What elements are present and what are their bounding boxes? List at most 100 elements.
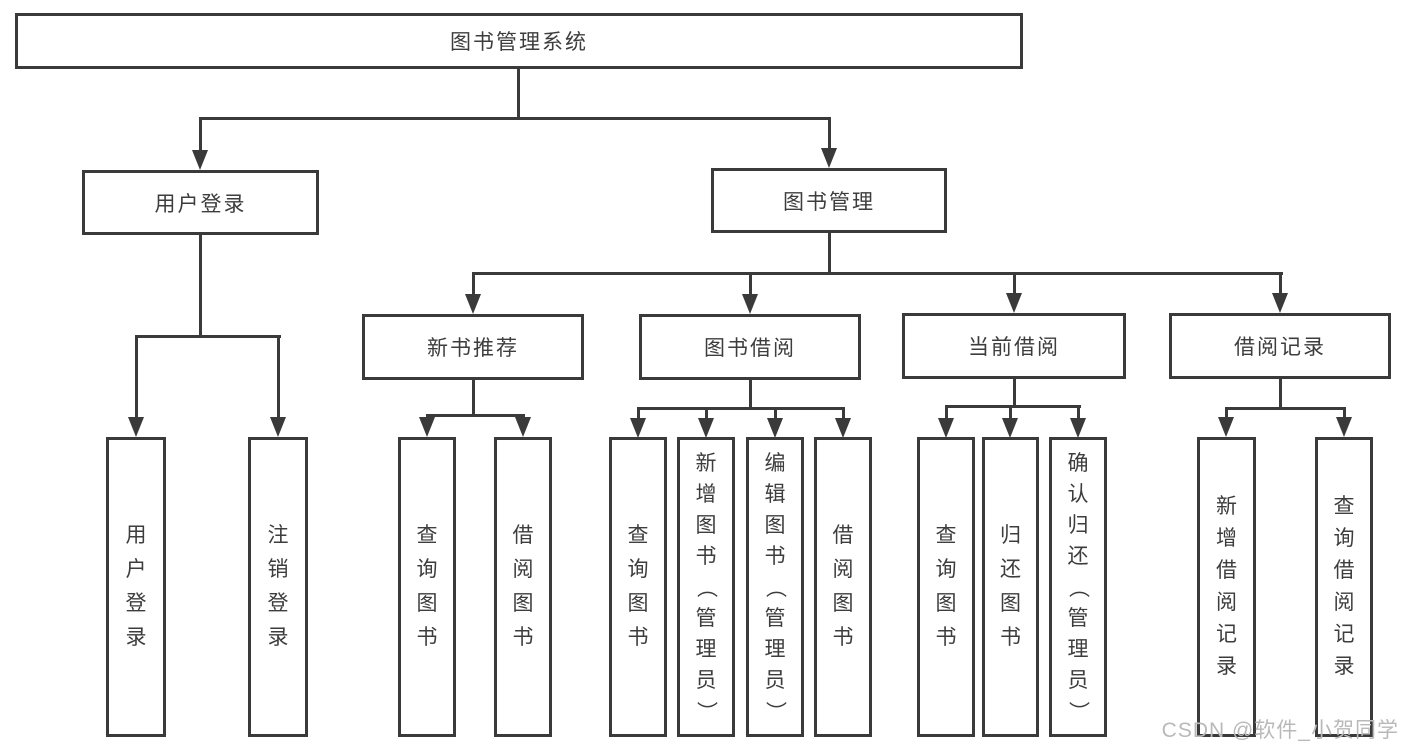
node-label-char: 新 xyxy=(695,451,717,475)
connector-line xyxy=(1343,407,1346,419)
node-leaf-query-book-c: 查询图书 xyxy=(917,437,975,737)
node-leaf-query-book-b: 查询图书 xyxy=(609,437,667,737)
arrow-down-icon xyxy=(821,148,837,168)
node-label: 图书管理系统 xyxy=(450,31,588,54)
node-label-char: 书 xyxy=(627,626,649,649)
node-label: 借阅记录 xyxy=(1234,336,1326,359)
node-leaf-borrow-book-b: 借阅图书 xyxy=(814,437,872,737)
connector-line xyxy=(1009,405,1012,419)
node-label-char: 编 xyxy=(764,451,786,475)
node-leaf-logout: 注销登录 xyxy=(248,437,308,737)
node-label-char: 图 xyxy=(512,592,534,615)
node-label-char: 员 xyxy=(764,668,786,692)
arrow-down-icon xyxy=(128,417,144,437)
node-label-char: 增 xyxy=(695,482,717,506)
node-current-borrowing: 当前借阅 xyxy=(902,313,1126,379)
node-label: 用户登录 xyxy=(154,192,247,216)
node-label-char: 理 xyxy=(1067,637,1089,661)
node-label-char: ） xyxy=(694,700,718,722)
node-label-char: 借 xyxy=(832,524,854,547)
node-label-char: 查 xyxy=(627,524,649,547)
node-label-char: 记 xyxy=(1333,623,1355,646)
node-label-char: 询 xyxy=(1333,527,1355,550)
arrow-down-icon xyxy=(630,418,646,438)
connector-line xyxy=(517,69,520,119)
arrow-down-icon xyxy=(270,417,286,437)
node-label-char: 图 xyxy=(627,592,649,615)
node-label-char: 阅 xyxy=(832,558,854,581)
arrow-down-icon xyxy=(1218,417,1234,437)
node-label-char: 记 xyxy=(1216,623,1237,646)
node-label-char: （ xyxy=(763,576,787,598)
arrow-down-icon xyxy=(515,417,531,437)
connector-line xyxy=(199,235,202,337)
arrow-down-icon xyxy=(835,418,851,438)
arrow-down-icon xyxy=(1272,293,1288,313)
connector-line xyxy=(472,380,475,416)
node-label-char: 管 xyxy=(695,606,717,630)
node-label: 新书推荐 xyxy=(427,337,519,360)
connector-line xyxy=(199,117,202,152)
connector-line xyxy=(135,335,281,338)
connector-line xyxy=(135,335,138,419)
node-label-char: 员 xyxy=(695,668,717,692)
node-label-char: 书 xyxy=(416,626,438,649)
connector-line xyxy=(1013,272,1016,295)
node-label-char: 户 xyxy=(125,558,147,581)
node-leaf-edit-book: 编辑图书（管理员） xyxy=(746,437,804,737)
node-label-char: 阅 xyxy=(1216,591,1237,614)
node-leaf-borrow-book-a: 借阅图书 xyxy=(494,437,552,737)
connector-line xyxy=(472,272,1283,275)
csdn-watermark: CSDN @软件_小贺同学 xyxy=(1161,719,1399,742)
node-label-char: 借 xyxy=(1333,559,1355,582)
connector-line xyxy=(472,272,475,296)
node-leaf-query-borrow-rec: 查询借阅记录 xyxy=(1315,437,1373,737)
arrow-down-icon xyxy=(938,418,954,438)
node-label-char: 图 xyxy=(935,592,957,615)
connector-line xyxy=(277,335,280,419)
node-label-char: 还 xyxy=(1067,544,1089,568)
connector-line xyxy=(774,407,777,419)
connector-line xyxy=(945,405,948,419)
node-label: 图书管理 xyxy=(783,190,875,214)
node-label-char: （ xyxy=(1066,576,1090,598)
arrow-down-icon xyxy=(742,294,758,314)
node-label-char: 书 xyxy=(512,626,534,649)
connector-line xyxy=(749,380,752,409)
node-label-char: 归 xyxy=(1067,513,1089,537)
node-leaf-return-book: 归还图书 xyxy=(982,437,1039,737)
node-leaf-confirm-return: 确认归还（管理员） xyxy=(1049,437,1107,737)
node-label-char: 理 xyxy=(695,637,717,661)
node-label-char: 录 xyxy=(267,626,289,649)
node-label-char: 理 xyxy=(764,637,786,661)
node-label-char: 图 xyxy=(695,513,717,537)
node-leaf-query-book-a: 查询图书 xyxy=(398,437,456,737)
connector-line xyxy=(749,272,752,296)
connector-line xyxy=(426,414,525,417)
arrow-down-icon xyxy=(192,150,208,170)
node-label-char: 查 xyxy=(935,524,957,547)
node-leaf-add-book: 新增图书（管理员） xyxy=(677,437,735,737)
node-leaf-add-borrow-rec: 新增借阅记录 xyxy=(1197,437,1256,737)
node-label-char: ） xyxy=(763,700,787,722)
connector-line xyxy=(705,407,708,419)
node-label-char: 归 xyxy=(1000,524,1021,547)
node-label-char: 查 xyxy=(1333,495,1355,518)
node-book-borrowing: 图书借阅 xyxy=(639,314,861,380)
node-label-char: 阅 xyxy=(1333,591,1355,614)
node-label: 图书借阅 xyxy=(704,337,796,360)
connector-line xyxy=(637,407,845,410)
connector-line xyxy=(842,407,845,419)
node-label-char: 图 xyxy=(416,592,438,615)
arrow-down-icon xyxy=(1002,418,1018,438)
node-label-char: 询 xyxy=(627,558,649,581)
node-label-char: 增 xyxy=(1216,527,1237,550)
node-label-char: 录 xyxy=(1216,655,1237,678)
arrow-down-icon xyxy=(1070,418,1086,438)
node-label-char: （ xyxy=(694,576,718,598)
connector-line xyxy=(199,117,831,120)
node-user-login: 用户登录 xyxy=(82,170,319,235)
node-label-char: 确 xyxy=(1067,451,1089,475)
node-label-char: 图 xyxy=(1000,592,1021,615)
node-label-char: 阅 xyxy=(512,558,534,581)
